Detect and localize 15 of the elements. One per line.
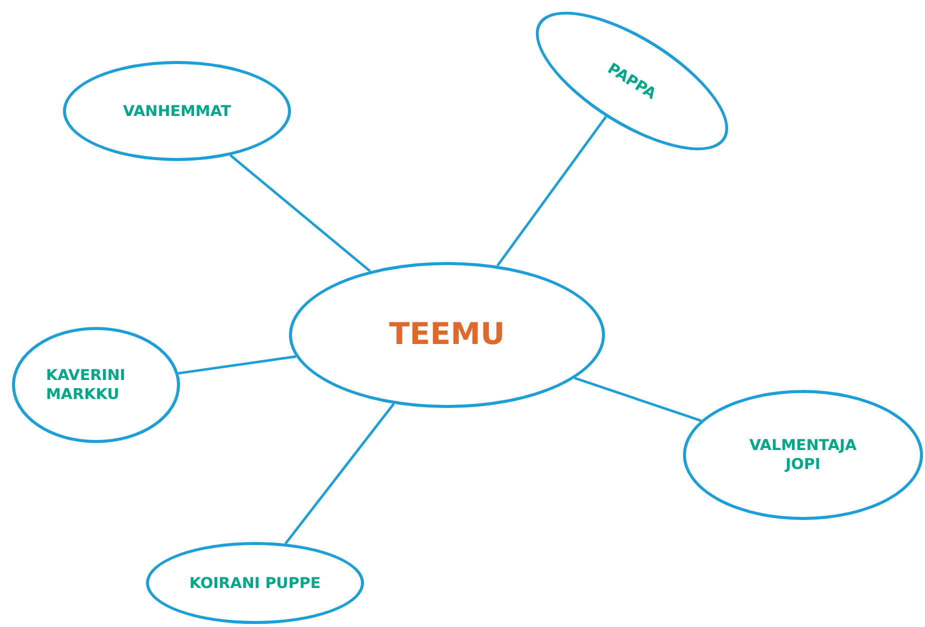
node-label: VANHEMMAT: [122, 102, 232, 120]
connector-line: [178, 355, 296, 375]
ellipse-node: [683, 390, 923, 520]
ellipse-node: [12, 327, 180, 443]
connector-line: [284, 402, 395, 544]
ellipse-node: [63, 61, 291, 161]
connector-line: [230, 154, 371, 272]
node-label: TEEMU: [389, 316, 505, 354]
connector-line: [574, 376, 702, 422]
ellipse-node: [146, 542, 364, 624]
node-label: VALMENTAJA JOPI: [748, 436, 858, 474]
node-label: KOIRANI PUPPE: [189, 574, 321, 592]
ellipse-node: [289, 262, 605, 408]
connector-line: [496, 116, 607, 267]
node-label: KAVERINI MARKKU: [46, 366, 126, 404]
